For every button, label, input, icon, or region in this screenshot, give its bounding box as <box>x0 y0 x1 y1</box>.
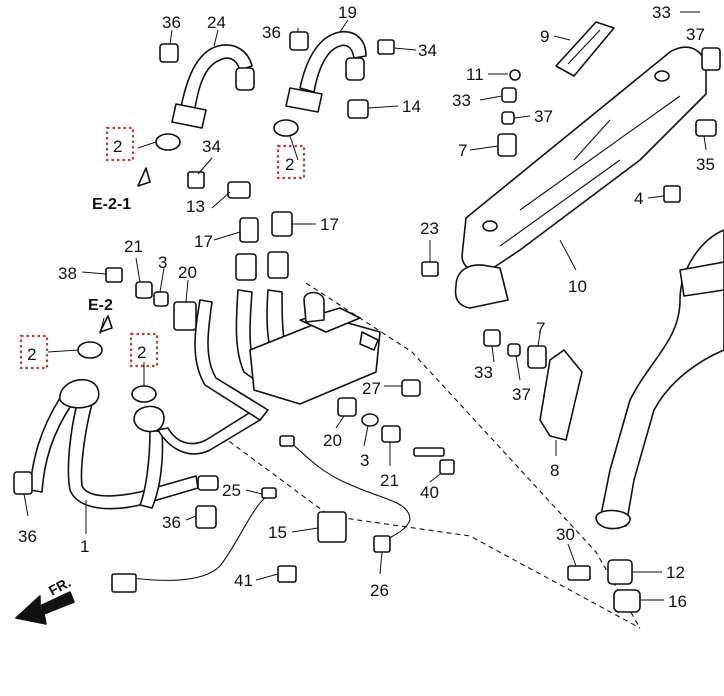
callout-36: 36 <box>262 23 281 42</box>
rear-exhaust-pipe-19 <box>285 31 367 113</box>
callout-2: 2 <box>113 137 122 156</box>
callout-33: 33 <box>474 363 493 382</box>
callout-38: 38 <box>58 264 77 283</box>
muffler-protector-9 <box>555 21 615 77</box>
callout-23: 23 <box>420 219 439 238</box>
callout-36: 36 <box>162 513 181 532</box>
callout-4: 4 <box>634 189 643 208</box>
highlight-boxes <box>19 126 306 370</box>
callout-20: 20 <box>178 263 197 282</box>
callout-2: 2 <box>285 155 294 174</box>
bracket-8 <box>539 349 583 441</box>
front-exhaust-pipe-24 <box>171 44 255 129</box>
callout-30: 30 <box>556 525 575 544</box>
callout-13: 13 <box>186 197 205 216</box>
callout-1: 1 <box>80 537 89 556</box>
front-direction-arrow: FR. <box>15 574 75 625</box>
highlight-box-2c <box>19 334 49 370</box>
highlight-box-2a <box>105 126 135 162</box>
callout-26: 26 <box>370 581 389 600</box>
tail-pipe <box>595 229 724 530</box>
section-references: E-2-1 E-2 <box>88 167 151 333</box>
callout-24: 24 <box>207 13 226 32</box>
section-ref-e-2: E-2 <box>88 297 113 314</box>
callout-2: 2 <box>27 345 36 364</box>
callout-37: 37 <box>686 25 705 44</box>
callout-15: 15 <box>268 523 287 542</box>
callout-9: 9 <box>540 27 549 46</box>
callout-35: 35 <box>696 155 715 174</box>
callout-8: 8 <box>550 461 559 480</box>
callout-3: 3 <box>158 253 167 272</box>
highlight-box-2b <box>276 144 306 180</box>
callout-25: 25 <box>222 481 241 500</box>
callout-14: 14 <box>402 97 421 116</box>
callout-21: 21 <box>380 471 399 490</box>
oxygen-sensor-cables <box>111 435 411 593</box>
callout-36: 36 <box>162 13 181 32</box>
exhaust-chamber <box>249 291 381 405</box>
callout-20: 20 <box>323 431 342 450</box>
exhaust-header-pipe <box>29 289 309 510</box>
callout-12: 12 <box>666 563 685 582</box>
callout-7: 7 <box>458 141 467 160</box>
callout-numbers: 36 24 36 19 34 14 2 34 2 13 17 17 21 3 2… <box>18 3 715 611</box>
callout-27: 27 <box>362 379 381 398</box>
callout-17: 17 <box>194 232 213 251</box>
callout-3: 3 <box>360 451 369 470</box>
callout-19: 19 <box>338 3 357 22</box>
callout-40: 40 <box>420 483 439 502</box>
section-ref-e-2-1: E-2-1 <box>92 196 131 213</box>
callout-7: 7 <box>536 319 545 338</box>
callout-16: 16 <box>668 592 687 611</box>
callout-2: 2 <box>137 343 146 362</box>
callout-34: 34 <box>418 41 437 60</box>
callout-37: 37 <box>534 107 553 126</box>
hardware-parts <box>13 31 721 613</box>
callout-21: 21 <box>124 237 143 256</box>
callout-33: 33 <box>652 3 671 22</box>
callout-34: 34 <box>202 137 221 156</box>
muffler-silencer <box>454 46 707 309</box>
callout-17: 17 <box>320 215 339 234</box>
callout-10: 10 <box>568 277 587 296</box>
callout-33: 33 <box>452 91 471 110</box>
callout-36: 36 <box>18 527 37 546</box>
callout-41: 41 <box>234 571 253 590</box>
highlight-box-2d <box>129 332 159 368</box>
callout-37: 37 <box>512 385 531 404</box>
callout-11: 11 <box>466 65 484 84</box>
